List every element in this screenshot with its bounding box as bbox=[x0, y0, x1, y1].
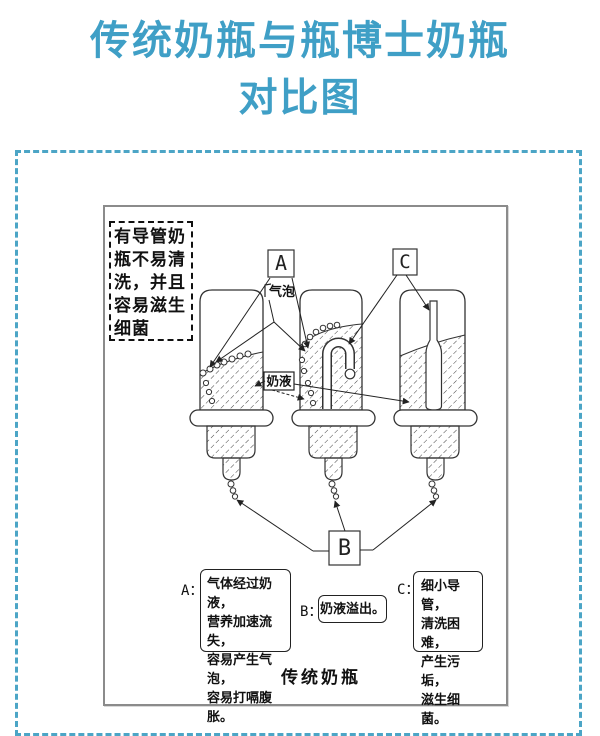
legend-a-line: 气体经过奶液， bbox=[207, 576, 273, 610]
legend-c-line: 细小导管， bbox=[421, 578, 461, 612]
legend-c-box: 细小导管， 清洗困难， 产生污垢， 滋生细菌。 bbox=[413, 571, 483, 726]
connector-lines bbox=[209, 274, 437, 552]
nipple-bases bbox=[206, 425, 460, 459]
legend-b-text: 奶液溢出。 bbox=[319, 601, 385, 616]
legend-b-box: 奶液溢出。 bbox=[318, 595, 387, 623]
marker-a: A bbox=[267, 249, 295, 278]
milk-label-text: 奶液 bbox=[266, 374, 292, 389]
bottle-right bbox=[399, 289, 466, 411]
legend-c-line: 清洗困难， bbox=[421, 616, 461, 650]
milk-drips bbox=[227, 480, 440, 500]
bottle-collars bbox=[189, 409, 478, 427]
marker-b: B bbox=[328, 530, 361, 566]
legend-a-line: 营养加速流失， bbox=[207, 614, 273, 648]
legend-a-box: 气体经过奶液， 营养加速流失， 容易产生气泡， 容易打嗝腹胀。 bbox=[200, 569, 291, 724]
marker-b-letter: B bbox=[338, 536, 351, 561]
note-line: 容易滋生 bbox=[114, 296, 186, 315]
legend-c-line: 滋生细菌。 bbox=[421, 692, 461, 726]
note-line: 细菌 bbox=[114, 319, 150, 338]
legend-a-prefix: A： bbox=[181, 583, 204, 599]
note-line: 洗，并且 bbox=[114, 273, 186, 292]
milk-label: 奶液 bbox=[263, 371, 295, 391]
legend-a-line: 容易打嗝腹胀。 bbox=[207, 690, 273, 724]
legend-c-line: 产生污垢， bbox=[421, 654, 461, 688]
nipple-teats bbox=[222, 457, 445, 481]
diagram-caption: 传统奶瓶 bbox=[281, 668, 361, 687]
note-box: 有导管奶 瓶不易清 洗，并且 容易滋生 细菌 bbox=[109, 221, 193, 341]
page-title-line1: 传统奶瓶与瓶博士奶瓶 bbox=[90, 19, 510, 63]
hook-tube bbox=[322, 337, 356, 409]
page-title-line2: 对比图 bbox=[238, 77, 362, 120]
bottle-diagram-svg: A C B 气泡 奶液 bbox=[189, 248, 478, 566]
legend-b-prefix: B： bbox=[300, 604, 323, 620]
legend-a-line: 容易产生气泡， bbox=[207, 652, 273, 686]
bubbles-label: 气泡 bbox=[269, 284, 295, 299]
marker-c-letter: C bbox=[399, 251, 410, 273]
marker-a-letter: A bbox=[275, 251, 287, 275]
milk-bubbles bbox=[199, 321, 341, 407]
note-line: 瓶不易清 bbox=[114, 250, 186, 269]
comparison-diagram-panel: A C B 气泡 奶液 bbox=[103, 205, 508, 726]
note-line: 有导管奶 bbox=[114, 227, 186, 246]
tube-valve-ball bbox=[344, 368, 356, 380]
marker-c: C bbox=[392, 248, 418, 276]
